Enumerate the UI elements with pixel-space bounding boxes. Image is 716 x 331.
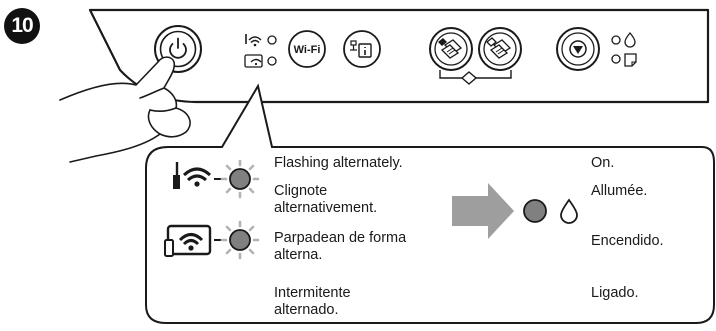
text-flashing-french-1: Clignote [274,183,328,199]
stop-icon [569,40,587,58]
power-icon [169,37,187,59]
color-copy-icon [486,37,512,59]
text-on-portuguese: Ligado. [591,285,639,301]
bw-copy-icon [438,38,463,59]
text-flashing-english: Flashing alternately. [274,155,403,171]
step-number-badge: 10 [4,8,40,44]
flashing-light-icon [220,220,260,260]
network-status-button[interactable] [343,30,381,68]
text-on-english: On. [591,155,615,171]
text-on-french: Allumée. [591,183,648,199]
stop-button[interactable] [556,27,600,71]
wifi-direct-flash-symbol [164,220,260,260]
color-copy-button[interactable] [478,27,522,71]
bw-copy-button[interactable] [429,27,473,71]
text-flashing-portuguese-2: alternado. [274,302,339,318]
paper-light-icon [611,53,637,67]
flashing-light-icon [220,159,260,199]
result-arrow [452,183,514,239]
copy-buttons-bracket [439,70,512,85]
ink-drop-icon [560,198,578,224]
hand-illustration [59,56,191,163]
text-flashing-portuguese-1: Intermitente [274,285,351,301]
wifi-light-icon [173,162,212,189]
wifi-direct-light-icon [164,224,212,257]
ink-light-icon [611,31,636,48]
text-flashing-spanish-1: Parpadean de forma [274,230,407,246]
wifi-direct-light-icon [244,54,277,68]
network-status-icon [350,40,372,58]
callout-box [145,83,715,324]
wifi-flash-symbol [173,159,260,199]
ink-light-on-symbol [523,198,578,224]
text-flashing-spanish-2: alterna. [274,247,323,263]
text-flashing-french-2: alternativement. [274,200,378,216]
text-on-spanish: Encendido. [591,233,664,249]
wifi-button-label: Wi-Fi [294,44,321,56]
wifi-light-icon [245,34,277,47]
wifi-button[interactable]: Wi-Fi [288,30,326,68]
